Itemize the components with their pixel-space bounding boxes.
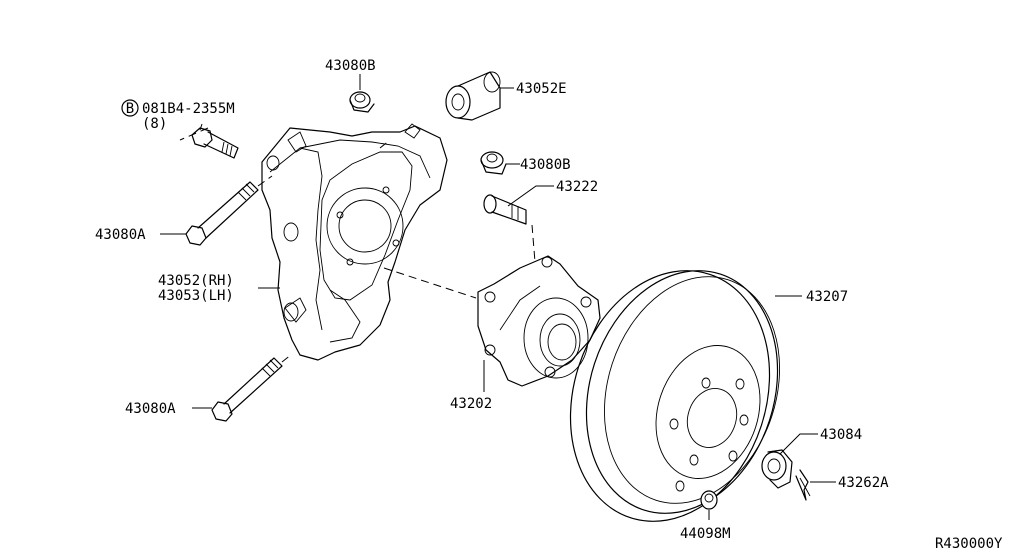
bushing-43080b-top — [349, 91, 375, 113]
cotter-pin-43262a — [795, 469, 811, 501]
label-43053-lh: 43053(LH) — [158, 288, 234, 304]
assembly-lines — [179, 127, 536, 363]
label-43222: 43222 — [556, 179, 598, 195]
label-bolt-spec: 081B4-2355M — [142, 101, 235, 117]
bolt-43080a-lower — [211, 357, 283, 422]
label-44098m: 44098M — [680, 526, 731, 542]
label-43080b-top: 43080B — [325, 58, 376, 74]
bolt-prefix-circle — [121, 99, 139, 117]
bushing-43052e — [445, 71, 501, 121]
brake-rotor-43207 — [569, 270, 781, 522]
figure-code: R430000Y — [935, 536, 1003, 552]
label-43080a-upper: 43080A — [95, 227, 146, 243]
hub-bolt-43222 — [483, 194, 527, 225]
bolt-prefix-label: B — [126, 101, 134, 117]
label-bolt-qty: (8) — [142, 116, 167, 132]
label-43262a: 43262A — [838, 475, 889, 491]
label-43084: 43084 — [820, 427, 862, 443]
label-43052e: 43052E — [516, 81, 567, 97]
hub-cap-43084 — [761, 449, 793, 489]
label-43202: 43202 — [450, 396, 492, 412]
part-labels: B 081B4-2355M (8) 43080B 43052E 43080B 4… — [95, 58, 1003, 552]
leader-lines — [160, 74, 836, 520]
label-43052-rh: 43052(RH) — [158, 273, 234, 289]
label-43080b-mid: 43080B — [520, 157, 571, 173]
steering-knuckle — [261, 123, 448, 361]
nut-44098m — [700, 490, 718, 510]
hub-assembly-43202 — [477, 255, 601, 387]
bolt-43080a-upper — [185, 181, 259, 246]
knuckle-bolt-top — [191, 127, 239, 159]
label-43080a-lower: 43080A — [125, 401, 176, 417]
label-43207: 43207 — [806, 289, 848, 305]
bushing-43080b-mid — [480, 151, 507, 175]
